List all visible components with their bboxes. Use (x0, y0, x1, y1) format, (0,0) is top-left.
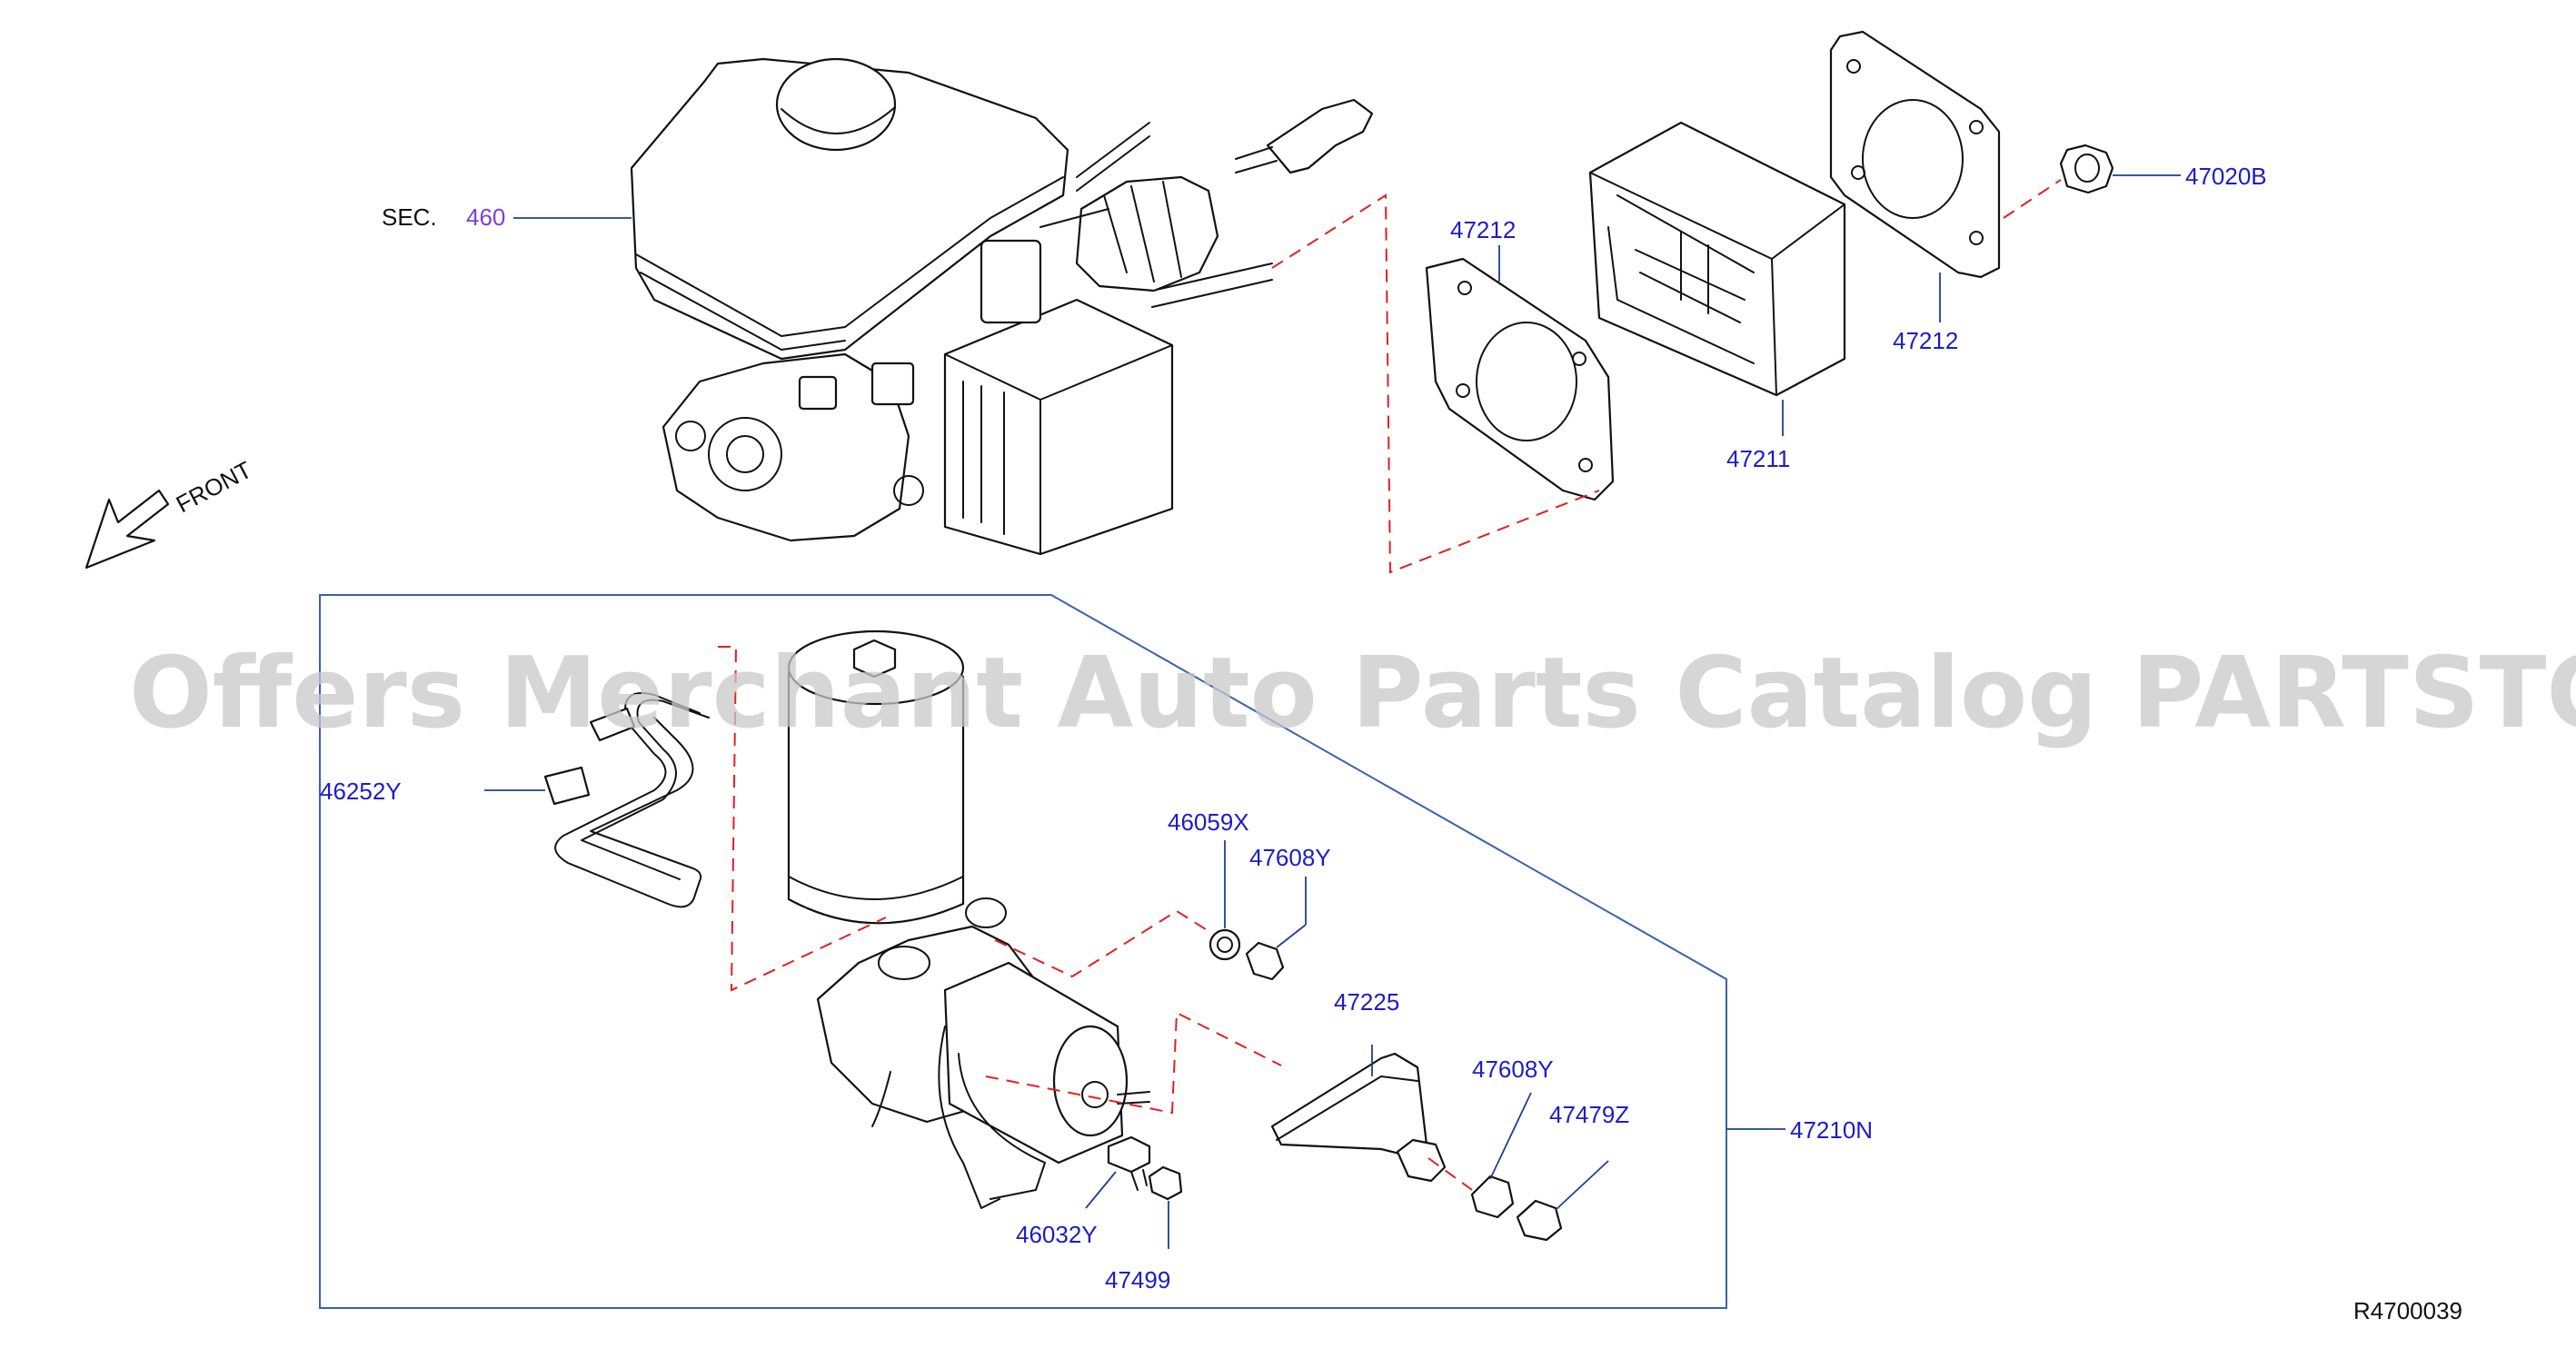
dashed-guide-bracket (985, 1011, 1282, 1115)
leader-47608Y-b (1489, 1092, 1532, 1180)
gasket-47212-rear (1829, 30, 2001, 279)
washer-46059X (1208, 928, 1241, 961)
dashed-guide-bushing (1427, 1157, 1473, 1191)
tube-46252Y (543, 692, 710, 908)
label-46059X[interactable]: 46059X (1168, 808, 1249, 836)
label-47020B[interactable]: 47020B (2185, 163, 2267, 190)
label-47608Y-a[interactable]: 47608Y (1249, 844, 1331, 871)
section-reference: SEC. 460 (382, 203, 632, 231)
label-47210N[interactable]: 47210N (1790, 1116, 1873, 1144)
section-ref-number[interactable]: 460 (466, 203, 505, 231)
label-47225[interactable]: 47225 (1334, 988, 1399, 1016)
dashed-guide-nut (2003, 179, 2062, 219)
label-47479Z[interactable]: 47479Z (1549, 1101, 1629, 1128)
bracket-47225 (1270, 1052, 1447, 1183)
label-47499[interactable]: 47499 (1105, 1266, 1170, 1293)
assembly-frame-47210N (319, 594, 1727, 1309)
front-label: FRONT (172, 456, 256, 519)
label-46252Y[interactable]: 46252Y (320, 778, 402, 805)
bushing-47608Y-lower (1470, 1175, 1515, 1219)
leader-47479Z (1555, 1160, 1609, 1211)
nut-47020B (2059, 144, 2114, 194)
dashed-guide-washer (994, 909, 1209, 978)
master-cylinder-booster-assembly (630, 57, 1374, 556)
dashed-guide-top (1271, 193, 1600, 574)
watermark: Offers Merchant Auto Parts Catalog PARTS… (129, 637, 2576, 750)
label-46032Y[interactable]: 46032Y (1016, 1221, 1098, 1248)
label-47211[interactable]: 47211 (1726, 445, 1790, 472)
section-ref-prefix: SEC. (382, 203, 437, 231)
spacer-47211 (1588, 121, 1846, 397)
dashed-guide-tube (718, 646, 887, 992)
label-47608Y-b[interactable]: 47608Y (1472, 1056, 1554, 1083)
leader-47608Y-a-angled (1276, 924, 1307, 948)
bushing-47608Y-upper (1245, 941, 1285, 981)
label-47212-a[interactable]: 47212 (1450, 216, 1516, 243)
gasket-47212-front (1425, 257, 1615, 501)
label-47212-b[interactable]: 47212 (1893, 327, 1958, 354)
cap-47479Z (1516, 1199, 1563, 1242)
pump-motor-unit (787, 629, 1150, 1209)
front-direction-indicator: FRONT (85, 456, 256, 570)
leader-46032Y (1085, 1171, 1117, 1209)
cap-47499 (1148, 1165, 1183, 1201)
drawing-number: R4700039 (2353, 1297, 2462, 1324)
front-arrow-icon (85, 489, 170, 570)
bolt-46032Y (1107, 1135, 1151, 1191)
